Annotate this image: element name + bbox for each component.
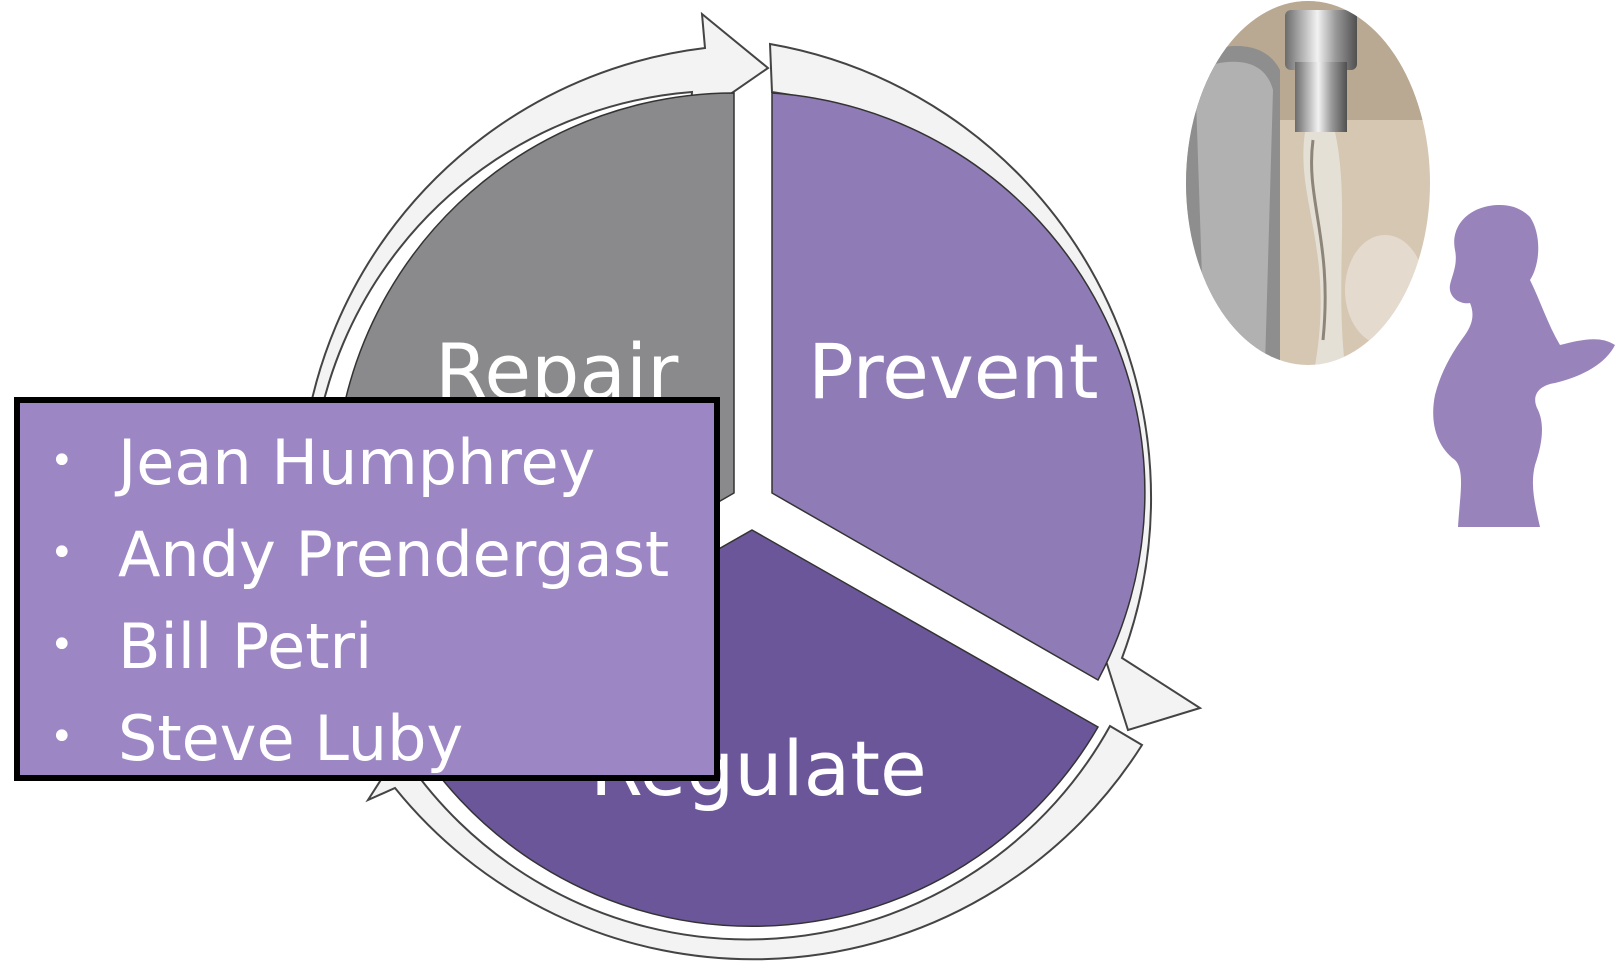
name-text: Andy Prendergast	[118, 518, 669, 591]
bullet-icon: •	[50, 601, 118, 689]
names-list: •Jean Humphrey•Andy Prendergast•Bill Pet…	[20, 403, 714, 787]
faucet-photo-icon	[1185, 0, 1431, 366]
name-text: Jean Humphrey	[118, 426, 595, 499]
segment-label-prevent: Prevent	[808, 327, 1099, 416]
pregnant-woman-silhouette-icon	[1430, 205, 1616, 527]
names-box: •Jean Humphrey•Andy Prendergast•Bill Pet…	[14, 397, 720, 781]
name-item: •Bill Petri	[50, 603, 714, 695]
name-item: •Andy Prendergast	[50, 511, 714, 603]
name-text: Bill Petri	[118, 610, 372, 683]
bullet-icon: •	[50, 509, 118, 597]
name-item: •Jean Humphrey	[50, 419, 714, 511]
bullet-icon: •	[50, 693, 118, 781]
name-text: Steve Luby	[118, 702, 463, 775]
bullet-icon: •	[50, 417, 118, 505]
name-item: •Steve Luby	[50, 695, 714, 787]
